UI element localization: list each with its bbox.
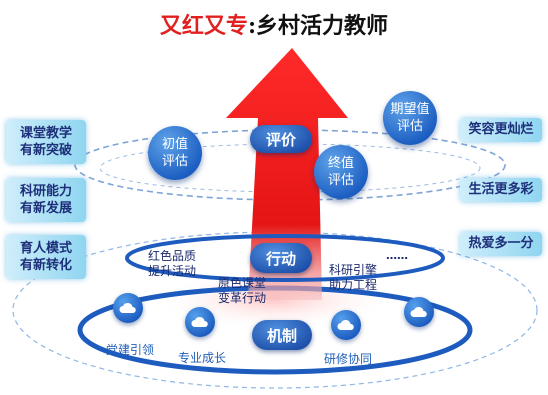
expected-evaluation-line1: 期望值 bbox=[390, 102, 430, 117]
expected-evaluation-line2: 评估 bbox=[396, 119, 423, 134]
left-box-teaching: 课堂教学 有新突破 bbox=[6, 120, 86, 164]
left-box-line1: 课堂教学 bbox=[19, 126, 72, 141]
left-box-line2: 有新发展 bbox=[19, 201, 72, 216]
initial-evaluation-line2: 评估 bbox=[161, 154, 188, 169]
final-evaluation-line1: 终值 bbox=[327, 156, 354, 171]
action-ring bbox=[125, 234, 445, 282]
cloud-icon-glyph bbox=[119, 302, 136, 313]
cloud-icon bbox=[331, 310, 361, 340]
action-item-line2: 提升活动 bbox=[147, 264, 196, 278]
title-black-part: :乡村活力教师 bbox=[247, 13, 389, 39]
left-box-line2: 有新突破 bbox=[19, 143, 72, 158]
mechanism-label-growth: 专业成长 bbox=[177, 351, 226, 365]
evaluation-pill: 评价 bbox=[250, 125, 312, 153]
expected-evaluation-circle: 期望值 评估 bbox=[383, 91, 437, 145]
action-pill: 行动 bbox=[250, 243, 312, 273]
outer-dashed-ring bbox=[12, 231, 538, 389]
action-item-research-engine: 科研引擎 助力工程 bbox=[320, 263, 386, 293]
initial-evaluation-line1: 初值 bbox=[161, 137, 188, 152]
left-box-line1: 育人模式 bbox=[19, 241, 72, 256]
cloud-icon-glyph bbox=[410, 306, 427, 317]
action-ellipsis: …… bbox=[386, 249, 408, 262]
right-box-life: 生活更多彩 bbox=[460, 178, 542, 202]
final-evaluation-circle: 终值 评估 bbox=[314, 145, 368, 199]
title-red-part: 又红又专 bbox=[159, 13, 248, 39]
mechanism-label-party: 党建引领 bbox=[105, 343, 154, 357]
action-item-classroom: 原色课堂 变革行动 bbox=[208, 276, 276, 306]
action-item-line1: 科研引擎 bbox=[328, 263, 377, 277]
cloud-icon bbox=[113, 293, 143, 323]
left-box-line2: 有新转化 bbox=[19, 258, 72, 273]
action-item-line1: 红色品质 bbox=[147, 249, 196, 263]
left-box-research: 科研能力 有新发展 bbox=[6, 178, 86, 222]
action-item-line1: 原色课堂 bbox=[217, 276, 266, 290]
right-box-smile: 笑容更灿烂 bbox=[460, 118, 542, 142]
left-box-education: 育人模式 有新转化 bbox=[6, 235, 86, 279]
action-item-line2: 变革行动 bbox=[217, 291, 266, 305]
mechanism-pill: 机制 bbox=[252, 320, 312, 350]
action-item-red-quality: 红色品质 提升活动 bbox=[140, 249, 204, 279]
cloud-icon bbox=[185, 307, 215, 337]
initial-evaluation-circle: 初值 评估 bbox=[148, 126, 202, 180]
right-box-love: 热爱多一分 bbox=[460, 232, 542, 256]
cloud-icon-glyph bbox=[191, 316, 208, 327]
left-box-line1: 科研能力 bbox=[19, 184, 72, 199]
action-item-line2: 助力工程 bbox=[328, 278, 377, 292]
mechanism-label-collab: 研修协同 bbox=[323, 352, 372, 366]
cloud-icon bbox=[404, 297, 434, 327]
cloud-icon-glyph bbox=[337, 319, 354, 330]
final-evaluation-line2: 评估 bbox=[327, 173, 354, 188]
page-title: 又红又专:乡村活力教师 bbox=[0, 8, 548, 40]
